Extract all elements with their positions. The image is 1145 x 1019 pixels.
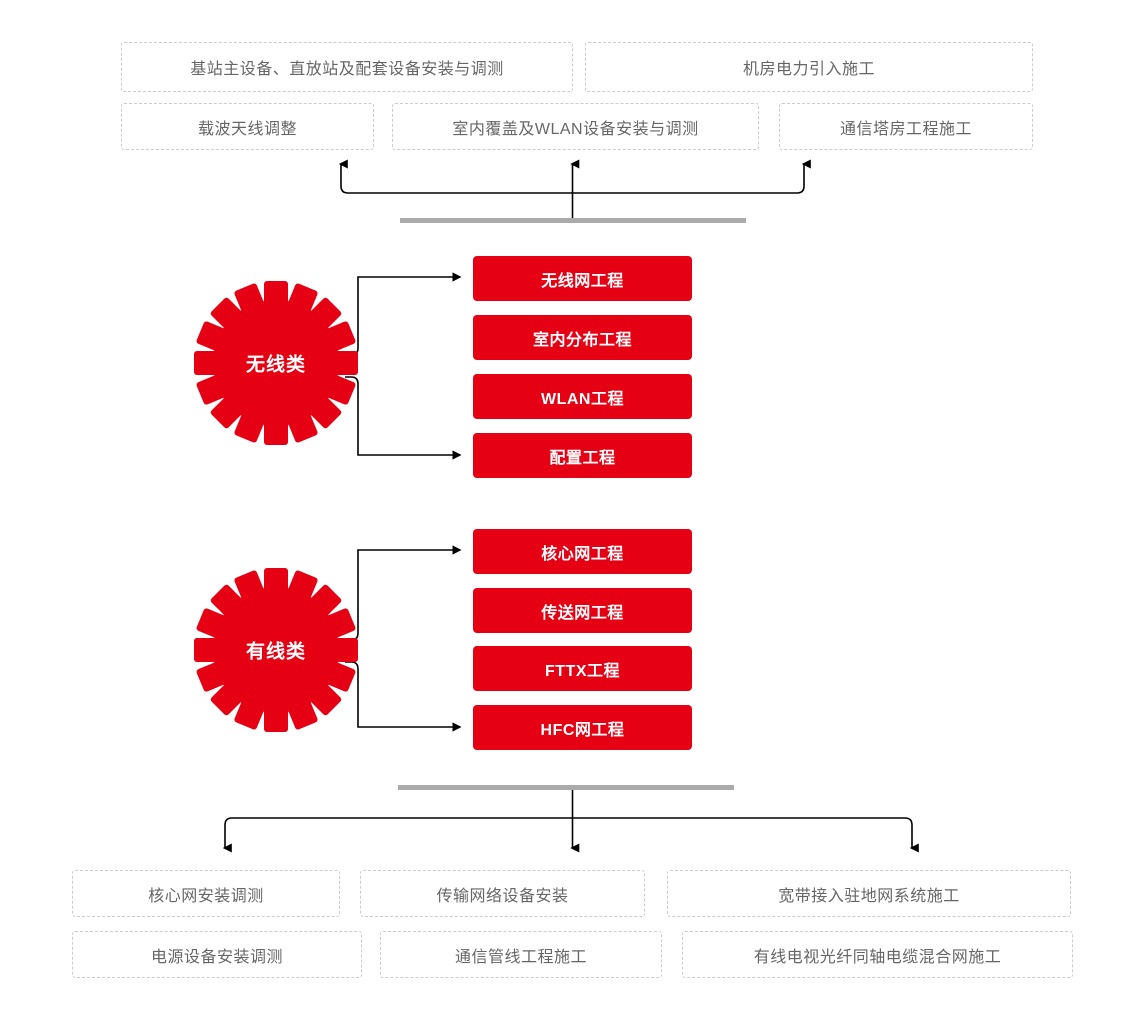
gear-icon-wired[interactable] <box>194 568 358 732</box>
wired-item-label-4: HFC网工程 <box>540 721 625 739</box>
top-output-label-4: 室内覆盖及WLAN设备安装与调测 <box>452 120 699 138</box>
wired-item-label-1: 核心网工程 <box>541 545 624 563</box>
bottom-output-label-4: 电源设备安装调测 <box>150 948 283 966</box>
bottom-output-box-3[interactable]: 宽带接入驻地网系统施工 <box>667 870 1071 917</box>
wired-item-box-2[interactable]: 传送网工程 <box>473 588 692 633</box>
wireless-item-label-2: 室内分布工程 <box>532 331 632 349</box>
bottom-output-label-5: 通信管线工程施工 <box>454 948 587 966</box>
wireless-item-label-1: 无线网工程 <box>541 272 624 290</box>
gear-icon-wireless[interactable] <box>194 281 358 445</box>
bottom-output-label-1: 核心网安装调测 <box>148 887 264 905</box>
bottom-output-box-4[interactable]: 电源设备安装调测 <box>72 931 362 978</box>
bottom-output-label-6: 有线电视光纤同轴电缆混合网施工 <box>753 948 1002 966</box>
top-output-label-2: 机房电力引入施工 <box>742 61 875 78</box>
wired-item-label-2: 传送网工程 <box>541 604 624 622</box>
bottom-output-box-6[interactable]: 有线电视光纤同轴电缆混合网施工 <box>682 931 1073 978</box>
wireless-item-label-3: WLAN工程 <box>541 390 624 408</box>
bottom-output-box-2[interactable]: 传输网络设备安装 <box>360 870 645 917</box>
wired-item-label-3: FTTX工程 <box>545 662 620 680</box>
wireless-item-label-4: 配置工程 <box>549 449 616 467</box>
top-output-label-1: 基站主设备、直放站及配套设备安装与调测 <box>190 61 504 78</box>
wired-item-box-1[interactable]: 核心网工程 <box>473 529 692 574</box>
wired-item-box-4[interactable]: HFC网工程 <box>473 705 692 750</box>
top-output-box-4[interactable]: 室内覆盖及WLAN设备安装与调测 <box>392 103 759 150</box>
top-output-box-5[interactable]: 通信塔房工程施工 <box>779 103 1033 150</box>
wired-item-box-3[interactable]: FTTX工程 <box>473 646 692 691</box>
top-output-box-2[interactable]: 机房电力引入施工 <box>585 42 1033 92</box>
top-output-box-3[interactable]: 载波天线调整 <box>121 103 374 150</box>
wireless-item-box-3[interactable]: WLAN工程 <box>473 374 692 419</box>
top-output-label-5: 通信塔房工程施工 <box>839 120 972 138</box>
bottom-output-label-3: 宽带接入驻地网系统施工 <box>778 887 960 905</box>
wireless-item-box-4[interactable]: 配置工程 <box>473 433 692 478</box>
bottom-output-box-1[interactable]: 核心网安装调测 <box>72 870 340 917</box>
bottom-output-label-2: 传输网络设备安装 <box>436 887 569 905</box>
bottom-output-box-5[interactable]: 通信管线工程施工 <box>380 931 662 978</box>
wireless-item-box-1[interactable]: 无线网工程 <box>473 256 692 301</box>
top-output-box-1[interactable]: 基站主设备、直放站及配套设备安装与调测 <box>121 42 573 92</box>
top-output-label-3: 载波天线调整 <box>197 120 297 138</box>
wireless-item-box-2[interactable]: 室内分布工程 <box>473 315 692 360</box>
